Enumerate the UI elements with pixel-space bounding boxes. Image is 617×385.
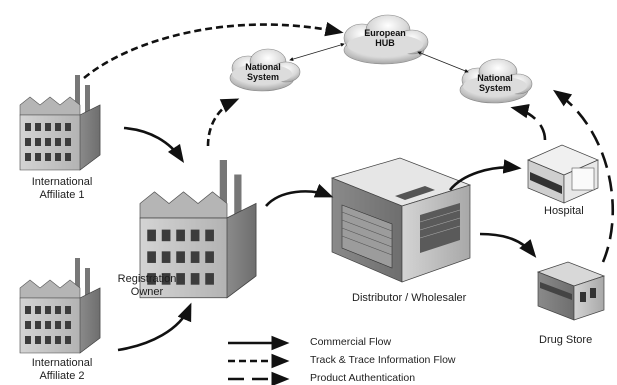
legend-track-trace-label: Track & Trace Information Flow	[310, 354, 456, 366]
national-system-right-line1: National	[477, 73, 513, 83]
factory-affiliate-2-icon	[19, 258, 101, 354]
distributor-label: Distributor / Wholesaler	[352, 292, 467, 304]
legend-commercial-label: Commercial Flow	[310, 336, 392, 348]
affiliate-1-label-line1: International	[31, 176, 93, 188]
factory-registration-owner-icon	[139, 160, 257, 299]
affiliate-1-label-line2: Affiliate 1	[39, 189, 85, 201]
commercial-arrow-distributor-to-hospital	[448, 159, 522, 191]
registration-owner-label: Registration Owner	[112, 273, 182, 299]
national-system-left-line1: National	[245, 62, 281, 72]
drug-store-label: Drug Store	[539, 334, 593, 346]
national-system-left-text: National System	[240, 62, 286, 82]
european-hub-cloud	[343, 14, 429, 65]
commercial-arrow-affiliate1-to-owner	[123, 126, 185, 164]
registration-owner-label-line2: Owner	[130, 286, 164, 298]
hospital-label: Hospital	[544, 205, 584, 217]
warehouse-distributor-icon	[330, 157, 472, 283]
link-national-left-hub	[289, 42, 345, 62]
national-system-right-text: National System	[472, 73, 518, 93]
commercial-arrow-distributor-to-drugstore	[479, 232, 537, 258]
hospital-icon	[527, 144, 599, 204]
affiliate-2-label: International Affiliate 2	[20, 357, 104, 383]
national-system-left-cloud	[229, 48, 301, 92]
registration-owner-label-line1: Registration	[117, 273, 177, 285]
drug-store-icon	[536, 261, 606, 321]
national-system-left-line2: System	[246, 72, 280, 82]
commercial-arrow-affiliate2-to-owner	[117, 302, 192, 352]
legend-authentication-label: Product Authentication	[310, 372, 416, 384]
factory-affiliate-1-icon	[19, 75, 101, 171]
track-trace-arrow-affiliate-to-hub	[83, 22, 344, 80]
european-hub-line1: European	[364, 28, 406, 38]
affiliate-1-label: International Affiliate 1	[20, 176, 104, 202]
link-hub-national-right	[417, 51, 469, 73]
european-hub-text: European HUB	[360, 28, 410, 48]
national-system-right-cloud	[459, 58, 533, 104]
national-system-right-line2: System	[478, 83, 512, 93]
affiliate-2-label-line2: Affiliate 2	[39, 370, 85, 382]
european-hub-line2: HUB	[375, 38, 395, 48]
commercial-arrow-owner-to-distributor	[265, 183, 334, 207]
track-trace-arrow-owner-to-national	[206, 98, 240, 147]
authentication-arrow-hospital-to-national	[510, 104, 547, 141]
affiliate-2-label-line1: International	[31, 357, 93, 369]
